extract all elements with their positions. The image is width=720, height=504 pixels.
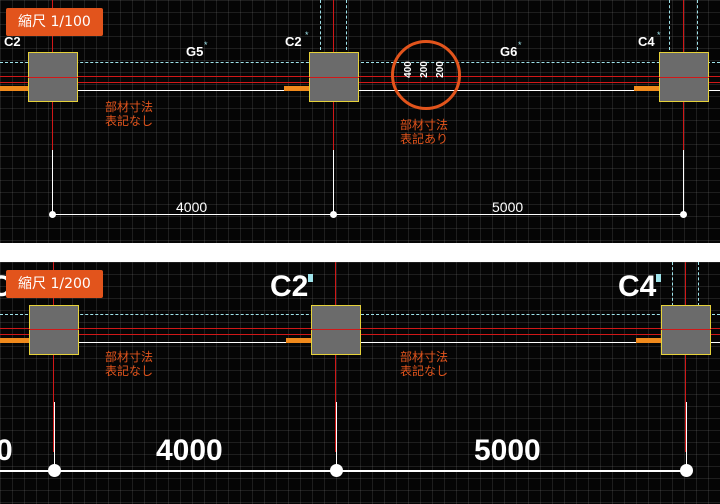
grid-axis-line: [0, 76, 720, 77]
beam-mark: *: [204, 40, 208, 50]
column-center-line: [29, 329, 79, 330]
dimension-extension: [54, 402, 55, 472]
dimension-extension: [683, 150, 684, 214]
dimension-dot: [49, 211, 56, 218]
drawing-canvas-top[interactable]: C2 C2 * C4 * G5 * G6 * 400 200 200 部材寸法 …: [0, 0, 720, 243]
member-dimension-callout[interactable]: [391, 40, 461, 110]
dimension-dot: [48, 464, 61, 477]
beam-end-mark: [286, 338, 312, 343]
member-dimension: 400: [402, 61, 414, 78]
column-box[interactable]: [29, 305, 79, 355]
column-center-line: [659, 77, 709, 78]
column-guide-line: [346, 0, 348, 50]
column-guide-line: [697, 0, 699, 50]
beam-end-mark: [0, 338, 30, 343]
drawing-canvas-bottom[interactable]: C C2 C4 部材寸法 表記なし 部材寸法 表記なし 0 4000 5000 …: [0, 262, 720, 504]
dimension-dot: [330, 464, 343, 477]
column-mark-icon: [656, 274, 661, 282]
member-dimension: 200: [434, 61, 446, 78]
column-mark-icon: [308, 274, 313, 282]
dimension-line: [52, 214, 683, 215]
beam-line-lower: [0, 90, 720, 91]
dimension-extension: [52, 150, 53, 214]
column-center-line: [311, 329, 361, 330]
member-dimension: 200: [418, 61, 430, 78]
beam-end-mark: [0, 86, 28, 91]
note-without-dims: 部材寸法 表記なし: [105, 100, 154, 128]
beam-end-mark: [284, 86, 310, 91]
beam-line-upper: [0, 62, 720, 64]
span-dimension: 0: [0, 434, 13, 467]
beam-end-mark: [636, 338, 662, 343]
beam-label: G5: [186, 44, 204, 59]
column-guide-line: [669, 0, 671, 50]
column-label: C2: [285, 34, 302, 49]
column-label: C4: [618, 270, 657, 303]
span-dimension: 4000: [176, 199, 208, 215]
dimension-dot: [680, 211, 687, 218]
panel-divider: [0, 243, 720, 262]
column-label: C4: [638, 34, 655, 49]
note-without-dims: 部材寸法 表記なし: [105, 350, 154, 378]
dimension-extension: [686, 402, 687, 472]
grid-axis-line: [685, 262, 686, 452]
dimension-extension: [336, 402, 337, 472]
note-without-dims: 部材寸法 表記なし: [400, 350, 449, 378]
column-box[interactable]: [661, 305, 711, 355]
dimension-extension: [333, 150, 334, 214]
column-center-line: [309, 77, 359, 78]
column-guide-line: [672, 262, 674, 306]
column-box[interactable]: [311, 305, 361, 355]
column-mark: *: [657, 30, 661, 40]
note-with-dims: 部材寸法 表記あり: [400, 118, 449, 146]
column-label: C2: [270, 270, 309, 303]
scale-badge[interactable]: 縮尺 1/100: [6, 8, 103, 36]
column-guide-line: [320, 0, 322, 50]
span-dimension: 5000: [474, 434, 541, 467]
column-label: C2: [4, 34, 21, 49]
beam-label: G6: [500, 44, 518, 59]
dimension-dot: [330, 211, 337, 218]
span-dimension: 4000: [156, 434, 223, 467]
grid-axis-line: [53, 262, 54, 452]
span-dimension: 5000: [492, 199, 524, 215]
beam-mark: *: [518, 40, 522, 50]
beam-end-mark: [634, 86, 660, 91]
grid-axis-line: [0, 82, 720, 83]
scale-badge[interactable]: 縮尺 1/200: [6, 270, 103, 298]
grid-axis-line: [335, 262, 336, 452]
column-mark: *: [305, 30, 309, 40]
column-center-line: [28, 77, 78, 78]
column-label: C: [0, 270, 12, 304]
dimension-line: [0, 470, 690, 472]
column-center-line: [661, 329, 711, 330]
column-guide-line: [698, 262, 700, 306]
dimension-dot: [680, 464, 693, 477]
